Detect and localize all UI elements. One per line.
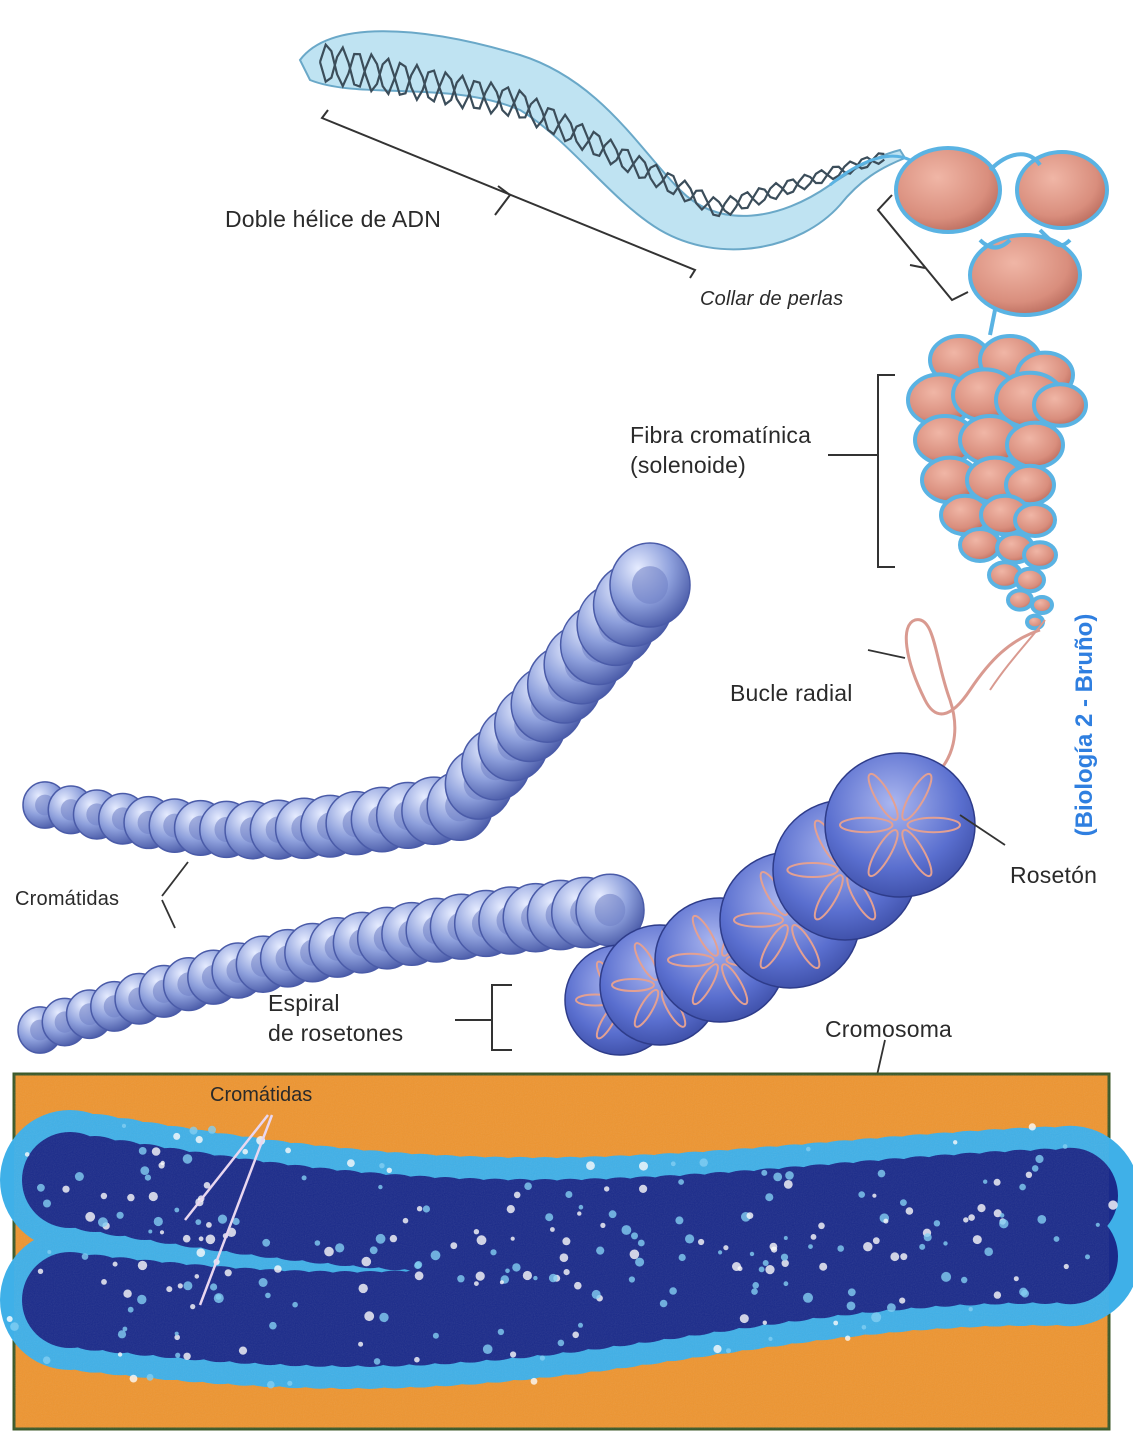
solenoid-nucleosome: [960, 529, 1000, 561]
credit-text: (Biología 2 - Bruño): [1071, 614, 1099, 837]
solenoid-nucleosome: [1008, 590, 1032, 609]
rosette-disc: [825, 753, 975, 897]
label-rosette: Rosetón: [1010, 862, 1097, 889]
chromatin-solenoid: [908, 336, 1086, 628]
label-chromosome: Cromosoma: [825, 1016, 952, 1043]
chromatid-coil-hole: [632, 566, 668, 604]
solenoid-nucleosome: [1016, 569, 1044, 591]
solenoid-nucleosome: [1015, 504, 1055, 536]
radial-loop-pointer: [868, 650, 905, 658]
label-chromatids: Cromátidas: [15, 888, 119, 911]
chromatid-coil-hole: [595, 894, 626, 926]
label-bead-necklace: Collar de perlas: [700, 288, 843, 311]
nucleosome: [896, 148, 1000, 232]
nucleosome: [1017, 152, 1107, 228]
chromosome-micrograph: [0, 1074, 1133, 1429]
label-rosette-spiral: Espiral de rosetones: [268, 988, 403, 1048]
solenoid-nucleosome: [1034, 384, 1086, 426]
label-double-helix: Doble hélice de ADN: [225, 206, 441, 233]
label-radial-loop: Bucle radial: [730, 680, 853, 707]
label-chromatin-fiber: Fibra cromatínica (solenoide): [630, 420, 811, 480]
solenoid-nucleosome: [1007, 423, 1063, 468]
micrograph-speckle: [1108, 1200, 1117, 1209]
solenoid-nucleosome: [1024, 542, 1056, 568]
micrograph-speckle: [7, 1316, 13, 1322]
chromatid-pointers: [162, 862, 188, 928]
solenoid-bracket: [828, 375, 895, 567]
label-micrograph-chromatids: Cromátidas: [210, 1084, 312, 1107]
solenoid-nucleosome: [1032, 597, 1052, 613]
rosette-spiral-bracket: [455, 985, 512, 1050]
